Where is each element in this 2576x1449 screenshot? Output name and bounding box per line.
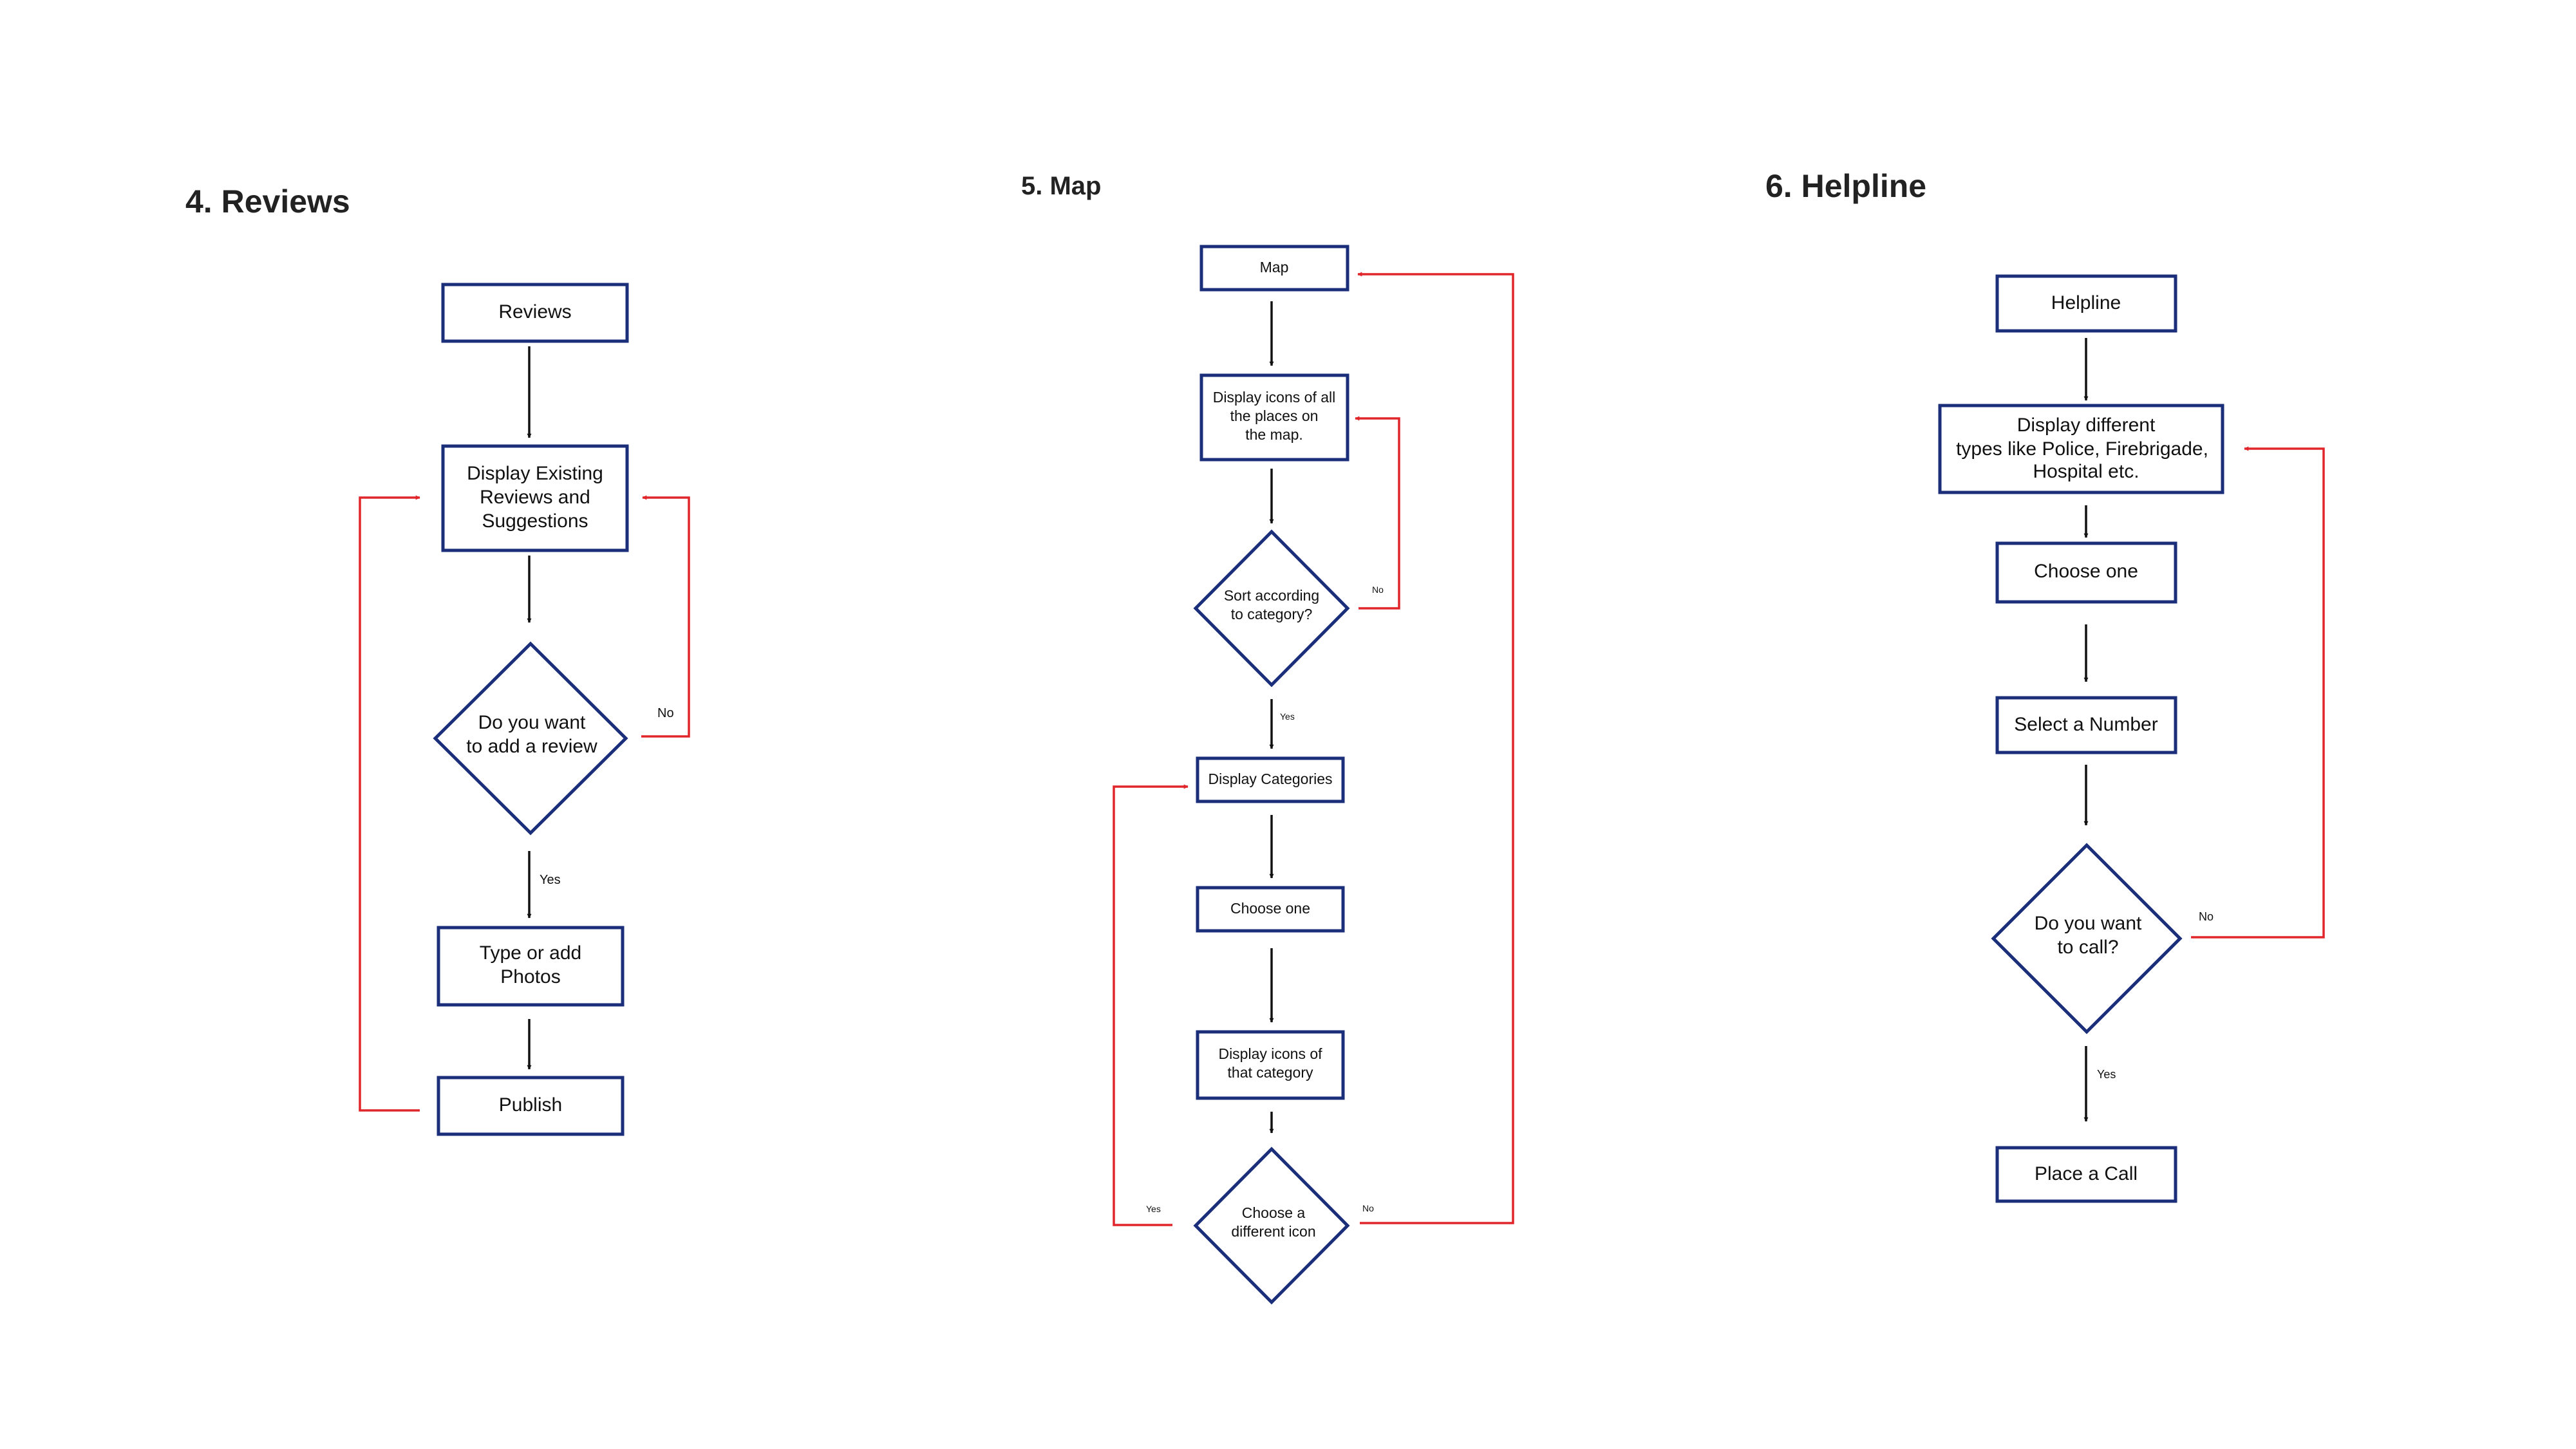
helpline-flowchart: 6. Helpline Helpline Display different t… (1765, 168, 2325, 1203)
display-category-icons-line2: that category (1228, 1064, 1313, 1081)
sort-category-decision-line1: Sort according (1224, 587, 1319, 604)
map-start-label: Map (1260, 259, 1289, 276)
different-icon-decision-line2: different icon (1231, 1223, 1315, 1240)
reviews-no-loop (641, 495, 690, 738)
helpline-start-node (1995, 274, 2177, 333)
map-choose-one-node (1196, 886, 1345, 933)
different-icon-decision (1193, 1146, 1350, 1305)
call-decision (1991, 843, 2183, 1034)
display-reviews-node (441, 444, 629, 552)
map-yes-loop-to-categories (1113, 784, 1189, 1226)
display-places-label-line3: the map. (1245, 426, 1303, 443)
display-types-label-line1: Display different (2017, 415, 2156, 436)
map-title: 5. Map (1021, 172, 1101, 200)
map-flowchart: 5. Map Map Display icons of all the plac… (1021, 172, 1514, 1305)
different-icon-decision-line1: Choose a (1242, 1204, 1306, 1221)
display-places-label-line2: the places on (1230, 407, 1319, 424)
helpline-title: 6. Helpline (1765, 168, 1926, 204)
map-no-loop-to-start (1357, 272, 1514, 1224)
reviews-start-label: Reviews (498, 301, 571, 323)
type-photos-node (437, 926, 625, 1007)
type-photos-label-line2: Photos (500, 966, 560, 987)
place-call-label: Place a Call (2035, 1163, 2138, 1184)
reviews-yes-label: Yes (540, 873, 561, 887)
map-yes-label-2: Yes (1146, 1204, 1161, 1214)
display-categories-node (1196, 756, 1345, 803)
map-no-label-2: No (1362, 1203, 1374, 1213)
display-category-icons-node (1196, 1030, 1345, 1100)
display-types-label-line2: types like Police, Firebrigade, (1956, 438, 2208, 460)
display-reviews-label-line3: Suggestions (482, 510, 588, 532)
display-reviews-label-line1: Display Existing (467, 463, 603, 484)
display-reviews-label-line2: Reviews and (480, 487, 590, 508)
helpline-no-label: No (2199, 910, 2214, 923)
call-decision-line1: Do you want (2035, 913, 2142, 934)
place-call-node (1995, 1146, 2177, 1203)
map-no-label-1: No (1372, 584, 1384, 595)
map-start-node (1199, 245, 1349, 292)
reviews-flowchart: 4. Reviews Reviews Display Existing Revi… (185, 183, 690, 1136)
display-category-icons-line1: Display icons of (1218, 1045, 1322, 1062)
add-review-decision (433, 641, 628, 836)
publish-node (437, 1076, 625, 1136)
display-places-label-line1: Display icons of all (1213, 389, 1335, 406)
reviews-no-label: No (657, 706, 674, 720)
sort-category-decision (1193, 529, 1350, 687)
display-places-node (1199, 373, 1349, 462)
select-number-node (1995, 696, 2177, 754)
sort-category-decision-line2: to category? (1231, 606, 1313, 622)
call-decision-line2: to call? (2057, 937, 2118, 958)
reviews-start-node (441, 283, 629, 343)
display-categories-label: Display Categories (1208, 771, 1332, 787)
add-review-decision-line2: to add a review (466, 736, 597, 757)
add-review-decision-line1: Do you want (478, 712, 586, 733)
display-types-label-line3: Hospital etc. (2033, 461, 2139, 482)
helpline-start-label: Helpline (2051, 292, 2121, 313)
helpline-choose-one-node (1995, 541, 2177, 604)
helpline-no-loop (2191, 446, 2325, 939)
reviews-republish-loop (359, 495, 420, 1112)
map-yes-label-1: Yes (1280, 711, 1295, 722)
map-sort-no-loop (1355, 416, 1400, 610)
helpline-choose-one-label: Choose one (2034, 561, 2138, 582)
type-photos-label-line1: Type or add (480, 942, 581, 964)
map-choose-one-label: Choose one (1230, 900, 1310, 917)
select-number-label: Select a Number (2014, 714, 2158, 735)
helpline-yes-label: Yes (2097, 1068, 2116, 1081)
reviews-title: 4. Reviews (185, 183, 350, 220)
publish-label: Publish (499, 1094, 562, 1116)
display-types-node (1938, 404, 2224, 494)
